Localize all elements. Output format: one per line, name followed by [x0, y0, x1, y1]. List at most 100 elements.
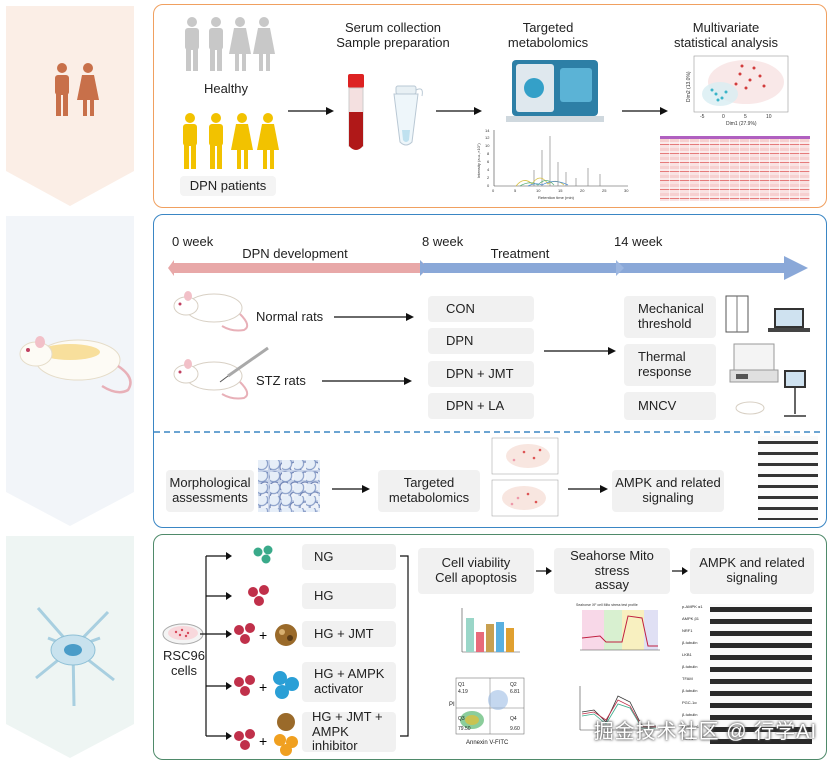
- blot-label: TFAM: [682, 676, 693, 681]
- histology-image: [258, 460, 320, 512]
- blot-label: β-tubulin: [682, 664, 698, 669]
- phase-treatment: Treatment: [490, 246, 550, 261]
- ampk3-line1: AMPK and related: [699, 555, 805, 571]
- plus-sign: +: [259, 679, 267, 695]
- tm2-line2: metabolomics: [388, 490, 470, 505]
- q3-value: 79.50: [458, 726, 471, 732]
- annexin-label: Annexin V-FITC: [466, 740, 509, 746]
- arrow-to-metabolomics: [436, 107, 482, 115]
- group-dpn-jmt: DPN + JMT: [428, 361, 534, 387]
- eppendorf-tube-icon: [393, 85, 423, 146]
- group-ng: NG: [302, 544, 396, 570]
- group-hg: HG: [302, 583, 396, 609]
- mncv-box: MNCV: [624, 392, 716, 420]
- arrow-to-serum: [288, 107, 334, 115]
- chrom-xtick: 5: [514, 188, 517, 193]
- rsc96-line1: RSC96: [163, 648, 205, 663]
- mass-spectrometer-icon: [506, 60, 604, 122]
- hg-jmt-inhibitor-icon: +: [234, 713, 298, 756]
- group-con: CON: [428, 296, 534, 322]
- seahorse-title: Seahorse XF cell Mito stress test profil…: [576, 603, 638, 607]
- multivariate-title-2: statistical analysis: [673, 35, 779, 50]
- viability-bar-chart: [461, 608, 520, 653]
- blood-tube-icon: [348, 74, 364, 150]
- dashed-divider: [154, 431, 824, 433]
- timeline: [168, 256, 808, 280]
- blot-label: β-tubulin: [682, 640, 698, 645]
- human-ribbon: [6, 6, 134, 206]
- chrom-ytick: 12: [485, 135, 490, 140]
- q2-label: Q2: [510, 682, 517, 688]
- chrom-ytick: 10: [485, 143, 490, 148]
- seahorse-profile-chart: Seahorse XF cell Mito stress test profil…: [576, 603, 660, 651]
- arrow-to-behavior: [544, 347, 616, 355]
- watermark: 掘金技术社区 @ 行学AI: [593, 721, 817, 743]
- arrow-stz: [322, 377, 412, 385]
- ng-dots-icon: [253, 545, 273, 564]
- q4-label: Q4: [510, 716, 517, 722]
- chrom-ytick: 4: [487, 167, 490, 172]
- healthy-label: Healthy: [203, 81, 249, 96]
- arrow-to-seahorse: [536, 567, 552, 575]
- mechanical-line1: Mechanical: [638, 301, 704, 317]
- targeted-title-1: Targeted: [522, 20, 574, 35]
- electrophysiology-icon: [735, 370, 806, 417]
- blot-label: β-tubulin: [682, 712, 698, 717]
- q3-label: Q3: [458, 716, 465, 722]
- week0-label: 0 week: [172, 234, 214, 249]
- chrom-ytick: 6: [487, 159, 490, 164]
- chrom-xtick: 15: [558, 188, 563, 193]
- cv-line1: Cell viability: [441, 555, 511, 571]
- blot-label: β-tubulin: [682, 688, 698, 693]
- chrom-xtick: 0: [492, 188, 495, 193]
- healthy-people-icon: [185, 17, 275, 71]
- hg-dots-icon: [248, 585, 269, 606]
- group-hg-jmt-inhibitor-label: HG + JMT + AMPK inhibitor: [312, 708, 383, 754]
- chrom-xtick: 25: [602, 188, 607, 193]
- plus-sign: +: [259, 627, 267, 643]
- pca-xtick: 5: [744, 114, 747, 120]
- blot-label: p-AMPK α1: [682, 604, 703, 609]
- mechanical-line2: threshold: [638, 316, 692, 331]
- arrow-to-targeted-2: [332, 485, 370, 493]
- western-blot-small: [758, 436, 818, 520]
- chrom-xtick: 30: [624, 188, 629, 193]
- ampk3-line2: signaling: [726, 570, 778, 585]
- blot-label: SIRT1: [682, 736, 694, 741]
- targeted-title-2: metabolomics: [507, 35, 589, 50]
- blot-label: AMPK α1: [682, 724, 699, 729]
- petri-dish-icon: [162, 623, 204, 645]
- chrom-ytick: 14: [485, 128, 490, 133]
- western-blot-panel: p-AMPK α1 AMPK β1 NRF1 β-tubulin LKB1 β-…: [682, 604, 814, 754]
- hg-jmt-icon: +: [234, 623, 297, 646]
- flow-cytometry-plot: Q1 4.19 Q2 6.81 Q3 79.50 Q4 9.60 Annexin…: [449, 677, 525, 746]
- ampk2-line2: signaling: [642, 490, 694, 505]
- rsc96-line2: cells: [170, 663, 197, 678]
- sea-line1: Seahorse Mito stress: [570, 547, 654, 578]
- q1-value: 4.19: [458, 689, 468, 695]
- stz-rats-label: STZ rats: [256, 373, 306, 388]
- stz-rat-icon: [173, 346, 269, 400]
- group-dpn-la: DPN + LA: [428, 393, 534, 419]
- neuron-icon: [35, 607, 115, 707]
- serum-title-1: Serum collection: [344, 20, 442, 35]
- chrom-xtick: 10: [536, 188, 541, 193]
- group-hg-activator: HG + AMPK activator: [302, 662, 396, 702]
- hot-plate-icon: [729, 343, 779, 383]
- ampk2-line1: AMPK and related: [615, 475, 721, 491]
- morph-line2: assessments: [172, 490, 248, 505]
- hg-activator-icon: +: [234, 671, 299, 699]
- blot-label: LKB1: [682, 652, 692, 657]
- thermal-line2: response: [638, 364, 692, 379]
- pca-xtick: 10: [766, 114, 772, 120]
- dpn-patients-icon: [183, 113, 279, 169]
- chrom-xtick: 20: [580, 188, 585, 193]
- pi-label: PI: [449, 702, 455, 708]
- sea-line2: assay: [595, 577, 629, 593]
- normal-rat-icon: [173, 291, 249, 332]
- pca-xtick: -5: [700, 114, 705, 120]
